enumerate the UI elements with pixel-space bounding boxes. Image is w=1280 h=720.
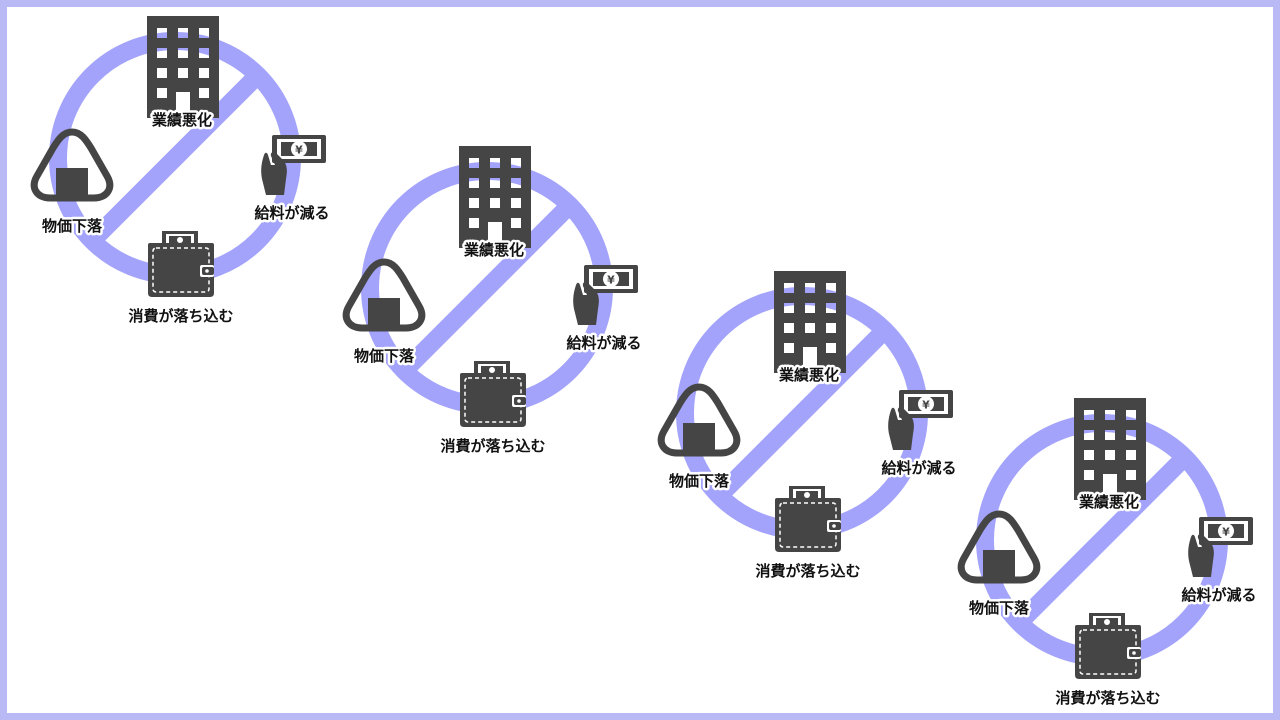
rice-ball-icon: [661, 387, 737, 455]
wallet-icon: [1074, 612, 1142, 680]
building-icon: [147, 16, 219, 118]
label-right: 給料が減る: [881, 459, 956, 477]
label-right: 給料が減る: [566, 334, 641, 352]
cycle-slash: [712, 323, 892, 503]
building-icon: [1074, 398, 1146, 500]
cycle-slash: [85, 68, 265, 248]
wallet-icon: [459, 360, 527, 428]
label-bottom: 消費が落ち込む: [440, 437, 545, 455]
building-icon: [774, 271, 846, 373]
label-top: 業績悪化: [1078, 493, 1139, 511]
label-left: 物価下落: [42, 217, 103, 235]
label-left: 物価下落: [969, 599, 1030, 617]
building-icon: [459, 146, 531, 248]
label-bottom: 消費が落ち込む: [755, 562, 860, 580]
label-bottom: 消費が落ち込む: [128, 307, 233, 325]
rice-ball-icon: [346, 262, 422, 330]
label-top: 業績悪化: [778, 366, 839, 384]
label-right: 給料が減る: [1181, 586, 1256, 604]
label-right: 給料が減る: [254, 204, 329, 222]
label-top: 業績悪化: [151, 111, 212, 129]
label-bottom: 消費が落ち込む: [1055, 689, 1160, 707]
label-left: 物価下落: [354, 347, 415, 365]
cycle-slash: [397, 198, 577, 378]
label-left: 物価下落: [669, 472, 730, 490]
label-top: 業績悪化: [463, 241, 524, 259]
cycle-slash: [1012, 450, 1192, 630]
rice-ball-icon: [34, 132, 110, 200]
wallet-icon: [147, 230, 215, 298]
rice-ball-icon: [961, 514, 1037, 582]
wallet-icon: [774, 485, 842, 553]
